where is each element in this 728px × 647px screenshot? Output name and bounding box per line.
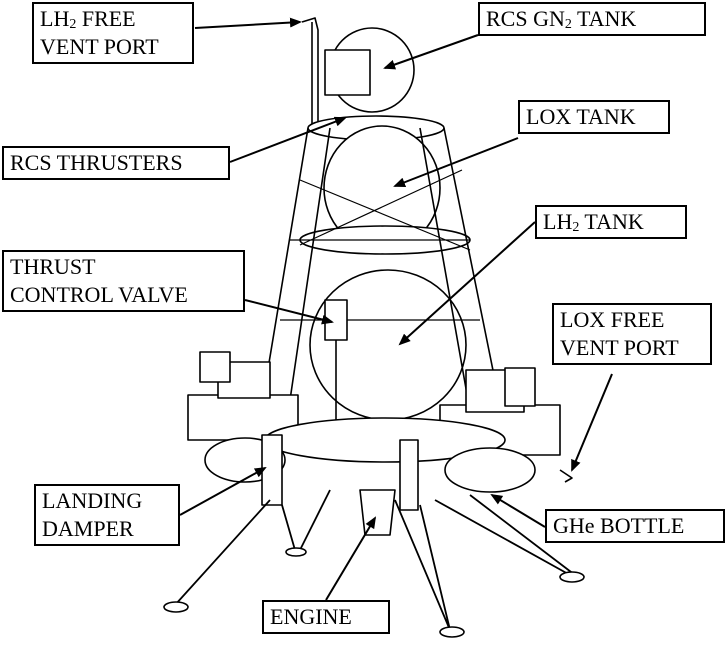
label-lox-free-vent-port: LOX FREE VENT PORT bbox=[552, 303, 712, 365]
vehicle-structure bbox=[163, 17, 585, 638]
foot-pad bbox=[163, 601, 189, 613]
ghe-bottle-right bbox=[444, 447, 536, 493]
leader-engine bbox=[325, 516, 377, 601]
leader-lines bbox=[179, 17, 613, 601]
label-line: GHe BOTTLE bbox=[553, 513, 685, 538]
lh2-tank-sphere bbox=[309, 269, 467, 421]
label-line: RCS GN2 TANK bbox=[486, 6, 637, 32]
label-rcs-thrusters: RCS THRUSTERS bbox=[2, 146, 230, 180]
frame-struts bbox=[261, 127, 501, 406]
landing-legs bbox=[174, 489, 576, 631]
leader-lox-vent bbox=[571, 373, 613, 472]
label-line: LOX FREE bbox=[560, 307, 665, 332]
leader-rcs-thrusters bbox=[229, 116, 347, 163]
label-line: DAMPER bbox=[42, 516, 134, 541]
label-lh2-tank: LH2 TANK bbox=[535, 205, 687, 239]
label-landing-damper: LANDING DAMPER bbox=[34, 484, 180, 546]
label-line: LANDING bbox=[42, 488, 143, 513]
landing-damper-strut bbox=[261, 434, 283, 506]
leader-ghe-bottle bbox=[490, 493, 546, 528]
lh2-vent-pipe bbox=[301, 17, 319, 130]
label-lox-tank: LOX TANK bbox=[518, 100, 670, 134]
top-equipment-box bbox=[324, 49, 371, 96]
label-line: VENT PORT bbox=[560, 335, 679, 360]
label-line: LH2 FREE bbox=[40, 6, 136, 32]
label-line: RCS THRUSTERS bbox=[10, 150, 183, 175]
leader-lox-tank bbox=[393, 137, 519, 188]
leader-thrust-valve bbox=[244, 299, 334, 325]
valve-body bbox=[324, 299, 348, 341]
leader-rcs-gn2 bbox=[383, 34, 479, 70]
label-ghe-bottle: GHe BOTTLE bbox=[545, 509, 725, 543]
engine-nozzle bbox=[359, 489, 396, 536]
leader-lh2-tank bbox=[398, 221, 536, 346]
label-line: VENT PORT bbox=[40, 34, 159, 59]
leader-landing-damper bbox=[179, 467, 267, 516]
label-line: LOX TANK bbox=[526, 104, 636, 129]
label-line: CONTROL VALVE bbox=[10, 282, 188, 307]
label-thrust-control-valve: THRUST CONTROL VALVE bbox=[2, 250, 245, 312]
label-rcs-gn2-tank: RCS GN2 TANK bbox=[478, 2, 706, 36]
label-line: THRUST bbox=[10, 254, 96, 279]
label-line: ENGINE bbox=[270, 604, 352, 629]
label-engine: ENGINE bbox=[262, 600, 390, 634]
label-lh2-free-vent-port: LH2 FREE VENT PORT bbox=[32, 2, 194, 64]
label-line: LH2 TANK bbox=[543, 209, 644, 235]
leader-lh2-vent bbox=[194, 17, 302, 29]
